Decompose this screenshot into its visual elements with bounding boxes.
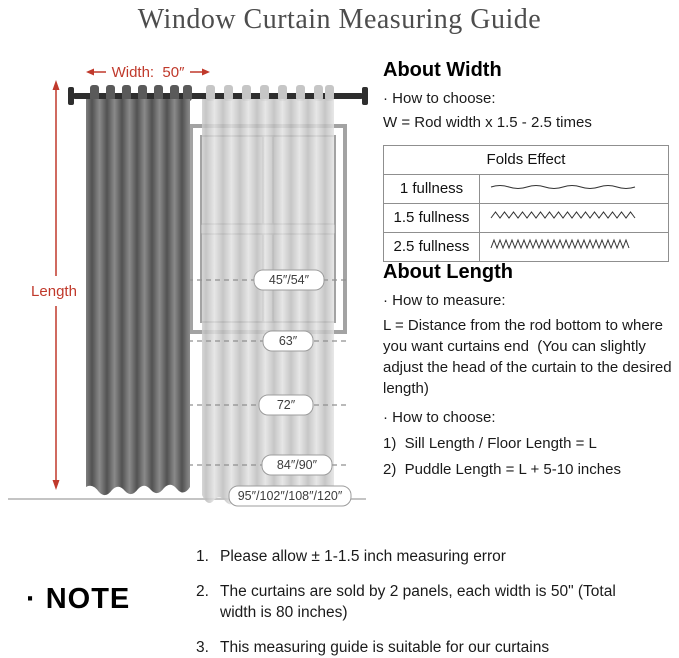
- width-arrow-right-icon: [202, 68, 210, 76]
- length-how-to-choose: · How to choose:: [383, 409, 496, 426]
- info-column: About Width · How to choose: W = Rod wid…: [383, 60, 673, 480]
- dark-curtain-panel: [86, 99, 190, 496]
- size-tag-72: 72″: [277, 398, 296, 412]
- fullness-1-wave-cell: [479, 174, 669, 204]
- light-curtain-tabs: [206, 85, 334, 101]
- length-measure-text: L = Distance from the rod bottom to wher…: [383, 317, 672, 397]
- folds-effect-header: Folds Effect: [383, 145, 669, 175]
- width-annotation: Width: 50″: [86, 64, 210, 81]
- length-choose-item-1: 1) Sill Length / Floor Length = L: [383, 435, 597, 452]
- table-row: 1 fullness: [383, 174, 669, 204]
- dense-zigzag-icon: [490, 238, 630, 250]
- size-tag-box: [262, 330, 314, 352]
- curtain-measuring-diagram: Width: 50″ Length 45″/54″ 63″ 72″ 84″/90…: [2, 54, 372, 531]
- size-tag-84-90: 84″/90″: [277, 458, 318, 472]
- fullness-1-label: 1 fullness: [383, 174, 480, 204]
- note-heading: · NOTE: [26, 583, 131, 615]
- table-header-row: Folds Effect: [383, 145, 669, 175]
- fullness-2-5-label: 2.5 fullness: [383, 232, 480, 262]
- size-tag-box: [261, 454, 333, 476]
- note-item-text: This measuring guide is suitable for our…: [220, 639, 550, 656]
- medium-zigzag-icon: [490, 211, 636, 219]
- size-tags: 45″/54″ 63″ 72″ 84″/90″ 95″/102″/108″/12…: [228, 269, 352, 507]
- size-tag-box: [228, 485, 352, 507]
- dark-curtain-tabs: [90, 85, 192, 101]
- light-curtain-panel: [202, 99, 334, 505]
- about-width-heading: About Width: [383, 59, 502, 81]
- length-arrow-up-icon: [52, 80, 60, 90]
- length-choose-item-2: 2) Puddle Length = L + 5-10 inches: [383, 461, 621, 478]
- size-tag-box: [253, 269, 325, 291]
- diagram-canvas: Width: 50″ Length 45″/54″ 63″ 72″ 84″/90…: [8, 64, 368, 507]
- size-tag-63: 63″: [279, 334, 298, 348]
- width-formula: W = Rod width x 1.5 - 2.5 times: [383, 114, 592, 131]
- length-arrow-down-icon: [52, 480, 60, 490]
- width-label: Width: 50″: [112, 64, 186, 81]
- rod-finial-right: [362, 87, 368, 105]
- table-row: 2.5 fullness: [383, 232, 669, 262]
- about-length-heading: About Length: [383, 261, 513, 283]
- size-tag-95-120: 95″/102″/108″/120″: [238, 489, 343, 503]
- note-item: 2. The curtains are sold by 2 panels, ea…: [196, 581, 620, 623]
- note-list: 1. Please allow ± 1-1.5 inch measuring e…: [196, 546, 620, 658]
- note-item-number: 3.: [196, 639, 209, 656]
- note-item: 1. Please allow ± 1-1.5 inch measuring e…: [196, 546, 620, 567]
- length-how-to-measure: · How to measure:: [383, 292, 506, 309]
- note-item-text: Please allow ± 1-1.5 inch measuring erro…: [220, 548, 506, 565]
- rod-finial-left: [68, 87, 74, 105]
- table-row: 1.5 fullness: [383, 203, 669, 233]
- folds-effect-table: Folds Effect 1 fullness 1.5 fullness: [383, 145, 669, 262]
- page-title: Window Curtain Measuring Guide: [137, 4, 542, 35]
- length-annotation: Length: [31, 80, 77, 490]
- size-tag-45-54: 45″/54″: [269, 273, 310, 287]
- fullness-1-5-wave-cell: [479, 203, 669, 233]
- gentle-wave-icon: [490, 185, 636, 189]
- length-label: Length: [31, 283, 77, 300]
- note-item-number: 2.: [196, 583, 209, 600]
- width-how-to-choose: · How to choose:: [383, 90, 496, 107]
- note-item-text: The curtains are sold by 2 panels, each …: [220, 583, 616, 621]
- note-item: 3. This measuring guide is suitable for …: [196, 637, 620, 658]
- note-item-number: 1.: [196, 548, 209, 565]
- size-tag-box: [258, 394, 314, 416]
- fullness-2-5-wave-cell: [479, 232, 669, 262]
- fullness-1-5-label: 1.5 fullness: [383, 203, 480, 233]
- width-arrow-left-icon: [86, 68, 94, 76]
